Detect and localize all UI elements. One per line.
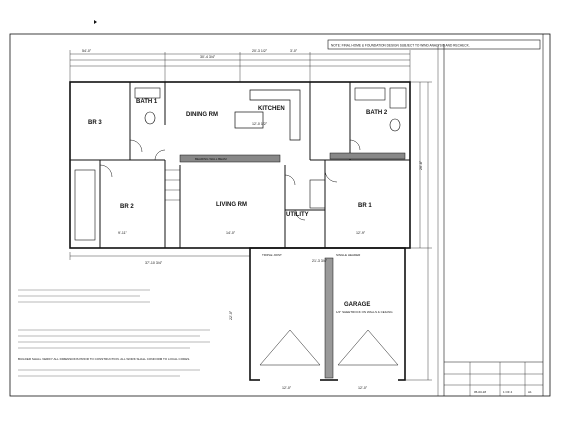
dim-kitchen: 12'-0 1/2" <box>252 122 268 126</box>
notes-text: BUILDER SHALL VERIFY ALL DIMENSIONS PRIO… <box>18 357 190 361</box>
dim-garage-door1: 12'-0" <box>282 386 292 390</box>
header-note-box <box>327 39 541 50</box>
dim-side-left: 22'-0" <box>229 310 233 320</box>
room-kitchen: KITCHEN <box>258 106 285 112</box>
bottom-dimension-lines <box>69 252 251 260</box>
title-sheet: 1 OF 4 <box>503 390 513 394</box>
bearing-beams <box>179 152 406 379</box>
dim-living: 14'-0" <box>226 231 236 235</box>
dim-top-mid: 30'-4 3/4" <box>200 55 216 59</box>
room-living: LIVING RM <box>216 202 247 208</box>
top-dimension-lines <box>69 50 411 82</box>
dim-bottom-left: 37'-10 3/4" <box>145 261 163 265</box>
title-number: A1 <box>528 390 532 394</box>
room-garage: GARAGE <box>344 302 370 308</box>
right-dimension-lines <box>405 81 432 381</box>
garage-walls <box>249 247 406 381</box>
notes-block <box>18 289 210 377</box>
header-note: NOTE: FINAL HOME & FOUNDATION DESIGN SUB… <box>331 44 470 48</box>
dim-top-right2: 3'-0" <box>290 49 298 53</box>
room-br1: BR 1 <box>358 203 372 209</box>
triple-joist-label: TRIPLE JOIST <box>262 253 282 257</box>
dim-br1: 12'-9" <box>356 231 366 235</box>
dim-side-right: 26'-8" <box>419 160 423 170</box>
room-br3: BR 3 <box>88 120 102 126</box>
garage-note: 1/2" SHEETROCK ON WALLS & CEILING <box>336 310 393 314</box>
single-header-label: SINGLE HEADER <box>336 253 361 257</box>
room-dining: DINING RM <box>186 112 218 118</box>
dim-br2: 9'-11" <box>118 231 128 235</box>
dim-garage-door2: 12'-0" <box>358 386 368 390</box>
room-br2: BR 2 <box>120 204 134 210</box>
room-bath2: BATH 2 <box>366 110 388 116</box>
dim-top-left: 54'-0" <box>82 49 92 53</box>
room-utility: UTILITY <box>286 212 309 218</box>
dim-top-right1: 20'-3 1/2" <box>252 49 268 53</box>
corner-mark-icon <box>94 20 97 24</box>
dim-garage-w: 21'-3 3/4" <box>312 259 328 263</box>
sheet-border <box>9 33 551 397</box>
title-block: 05-03-18 1 OF 4 A1 <box>437 44 543 396</box>
title-date: 05-03-18 <box>474 390 486 394</box>
room-bath1: BATH 1 <box>136 99 158 105</box>
house-walls <box>69 81 411 249</box>
beam-label: BEARING WALL BEAM <box>195 157 227 161</box>
